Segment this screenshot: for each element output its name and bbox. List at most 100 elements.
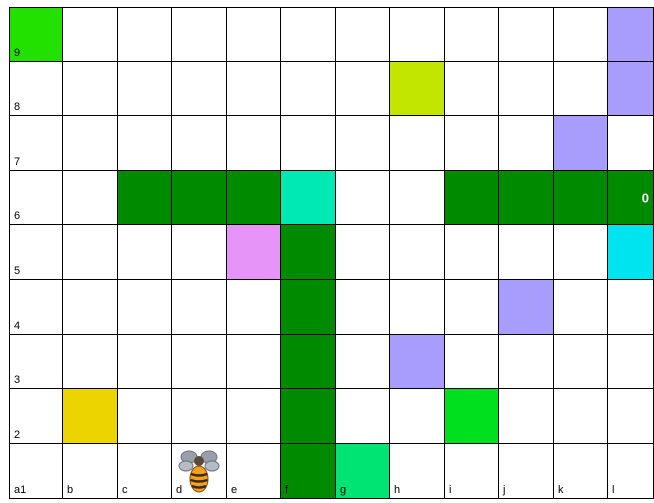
- board-cell-a6[interactable]: 6: [9, 171, 63, 225]
- board-cell-l6[interactable]: 0: [608, 171, 654, 225]
- board-cell-k6[interactable]: [554, 171, 608, 225]
- board-cell-e5[interactable]: [227, 225, 281, 280]
- board-cell-b3[interactable]: [63, 335, 118, 389]
- board-cell-i7[interactable]: [445, 116, 499, 171]
- board-cell-c9[interactable]: [118, 7, 172, 62]
- board-cell-a8[interactable]: 8: [9, 62, 63, 116]
- board-cell-i6[interactable]: [445, 171, 499, 225]
- board-cell-d9[interactable]: [172, 7, 227, 62]
- board-cell-f8[interactable]: [281, 62, 336, 116]
- board-cell-j1[interactable]: j: [499, 444, 554, 499]
- board-cell-j6[interactable]: [499, 171, 554, 225]
- board-cell-g8[interactable]: [336, 62, 390, 116]
- board-cell-l5[interactable]: [608, 225, 654, 280]
- board-cell-l3[interactable]: [608, 335, 654, 389]
- board-cell-k5[interactable]: [554, 225, 608, 280]
- board-cell-f6[interactable]: [281, 171, 336, 225]
- board-cell-h4[interactable]: [390, 280, 445, 335]
- board-cell-i8[interactable]: [445, 62, 499, 116]
- board-cell-f4[interactable]: [281, 280, 336, 335]
- board-cell-j9[interactable]: [499, 7, 554, 62]
- board-cell-i2[interactable]: [445, 389, 499, 444]
- board-cell-d7[interactable]: [172, 116, 227, 171]
- board-cell-g3[interactable]: [336, 335, 390, 389]
- board-cell-e3[interactable]: [227, 335, 281, 389]
- board-cell-j2[interactable]: [499, 389, 554, 444]
- board-cell-i1[interactable]: i: [445, 444, 499, 499]
- board-cell-j3[interactable]: [499, 335, 554, 389]
- board-cell-b9[interactable]: [63, 7, 118, 62]
- board-cell-c6[interactable]: [118, 171, 172, 225]
- board-cell-g1[interactable]: g: [336, 444, 390, 499]
- board-cell-h9[interactable]: [390, 7, 445, 62]
- board-cell-h2[interactable]: [390, 389, 445, 444]
- board-cell-e8[interactable]: [227, 62, 281, 116]
- board-cell-k2[interactable]: [554, 389, 608, 444]
- board-cell-d5[interactable]: [172, 225, 227, 280]
- board-cell-k4[interactable]: [554, 280, 608, 335]
- board-cell-h7[interactable]: [390, 116, 445, 171]
- board-cell-g2[interactable]: [336, 389, 390, 444]
- board-cell-g5[interactable]: [336, 225, 390, 280]
- board-cell-f9[interactable]: [281, 7, 336, 62]
- board-cell-l7[interactable]: [608, 116, 654, 171]
- board-cell-a1[interactable]: a1: [9, 444, 63, 499]
- board-cell-b2[interactable]: [63, 389, 118, 444]
- board-cell-c8[interactable]: [118, 62, 172, 116]
- board-cell-c1[interactable]: c: [118, 444, 172, 499]
- board-cell-k3[interactable]: [554, 335, 608, 389]
- board-cell-e6[interactable]: [227, 171, 281, 225]
- bee-icon[interactable]: [172, 444, 226, 498]
- board-cell-c7[interactable]: [118, 116, 172, 171]
- board-cell-c3[interactable]: [118, 335, 172, 389]
- board-cell-g6[interactable]: [336, 171, 390, 225]
- board-cell-h3[interactable]: [390, 335, 445, 389]
- board-cell-l8[interactable]: [608, 62, 654, 116]
- board-cell-f7[interactable]: [281, 116, 336, 171]
- board-cell-c5[interactable]: [118, 225, 172, 280]
- board-cell-a7[interactable]: 7: [9, 116, 63, 171]
- board-cell-i9[interactable]: [445, 7, 499, 62]
- board-cell-a2[interactable]: 2: [9, 389, 63, 444]
- board-cell-b7[interactable]: [63, 116, 118, 171]
- board-cell-a3[interactable]: 3: [9, 335, 63, 389]
- board-cell-j8[interactable]: [499, 62, 554, 116]
- board-cell-g7[interactable]: [336, 116, 390, 171]
- board-cell-e7[interactable]: [227, 116, 281, 171]
- board-cell-h8[interactable]: [390, 62, 445, 116]
- board-cell-g4[interactable]: [336, 280, 390, 335]
- board-cell-b5[interactable]: [63, 225, 118, 280]
- board-cell-j4[interactable]: [499, 280, 554, 335]
- board-cell-h1[interactable]: h: [390, 444, 445, 499]
- board-cell-h6[interactable]: [390, 171, 445, 225]
- board-cell-c4[interactable]: [118, 280, 172, 335]
- board-cell-d8[interactable]: [172, 62, 227, 116]
- board-cell-j7[interactable]: [499, 116, 554, 171]
- board-cell-a5[interactable]: 5: [9, 225, 63, 280]
- board-cell-d3[interactable]: [172, 335, 227, 389]
- board-cell-f5[interactable]: [281, 225, 336, 280]
- board-cell-e9[interactable]: [227, 7, 281, 62]
- board-cell-i5[interactable]: [445, 225, 499, 280]
- board-cell-i3[interactable]: [445, 335, 499, 389]
- board-cell-f3[interactable]: [281, 335, 336, 389]
- board-cell-j5[interactable]: [499, 225, 554, 280]
- board-cell-e4[interactable]: [227, 280, 281, 335]
- board-cell-b6[interactable]: [63, 171, 118, 225]
- board-cell-b8[interactable]: [63, 62, 118, 116]
- board-cell-c2[interactable]: [118, 389, 172, 444]
- board-cell-a9[interactable]: 9: [9, 7, 63, 62]
- board-cell-g9[interactable]: [336, 7, 390, 62]
- board-cell-f1[interactable]: f: [281, 444, 336, 499]
- board-cell-k9[interactable]: [554, 7, 608, 62]
- board-cell-b1[interactable]: b: [63, 444, 118, 499]
- board-cell-d4[interactable]: [172, 280, 227, 335]
- board-cell-k1[interactable]: k: [554, 444, 608, 499]
- board-cell-e2[interactable]: [227, 389, 281, 444]
- board-cell-b4[interactable]: [63, 280, 118, 335]
- board-cell-f2[interactable]: [281, 389, 336, 444]
- board-cell-l4[interactable]: [608, 280, 654, 335]
- board-cell-a4[interactable]: 4: [9, 280, 63, 335]
- board-cell-d2[interactable]: [172, 389, 227, 444]
- board-cell-l9[interactable]: [608, 7, 654, 62]
